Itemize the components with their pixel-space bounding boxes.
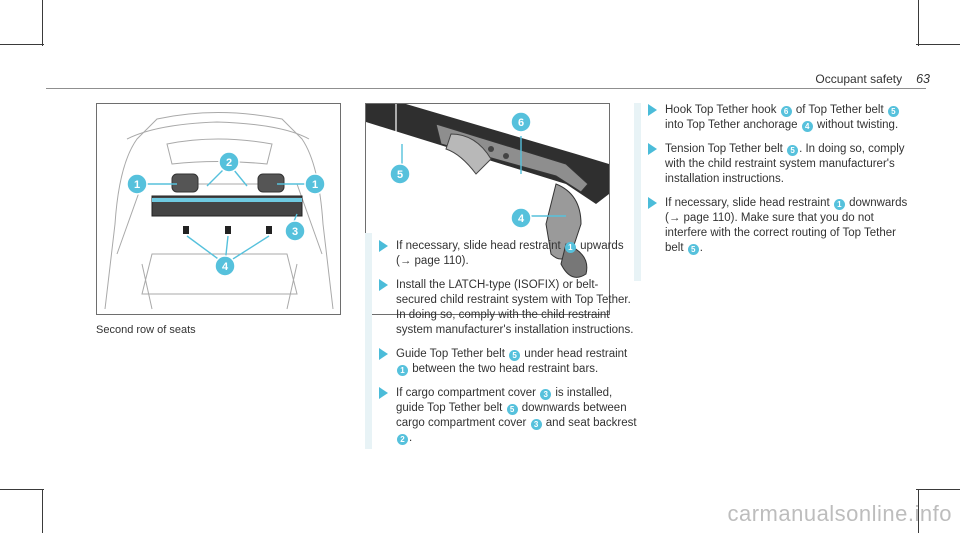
instruction-step: If necessary, slide head restraint 1 upw… bbox=[379, 239, 637, 269]
crop-mark bbox=[916, 489, 960, 490]
column-highlight-bar bbox=[634, 103, 641, 281]
step-text: If cargo compartment cover bbox=[396, 387, 540, 399]
callout-badge: 4 bbox=[801, 121, 813, 132]
callout-badge: 5 bbox=[687, 244, 699, 255]
step-text: downwards between cargo compartment cove… bbox=[396, 402, 627, 429]
callout-badge: 3 bbox=[530, 419, 542, 430]
callout-1-right: 1 bbox=[312, 179, 318, 191]
step-arrow-icon bbox=[648, 143, 657, 155]
callouts bbox=[126, 151, 326, 277]
callout-1-left: 1 bbox=[134, 179, 140, 191]
instruction-column-2: Hook Top Tether hook 6 of Top Tether bel… bbox=[634, 103, 908, 281]
instruction-column-1: If necessary, slide head restraint 1 upw… bbox=[365, 233, 637, 449]
step-text: → bbox=[668, 212, 681, 224]
figure-second-row-seats: 1 2 1 3 4 bbox=[96, 103, 341, 315]
page-number: 63 bbox=[916, 72, 930, 86]
callout-badge: 1 bbox=[397, 365, 408, 376]
step-text: → bbox=[399, 255, 412, 267]
callout-badge: 5 bbox=[787, 145, 799, 156]
step-text: downwards ( bbox=[665, 197, 908, 224]
crop-mark bbox=[42, 0, 43, 46]
figure-top-tether-hook: 6 5 4 bbox=[365, 103, 610, 315]
crop-mark bbox=[918, 0, 919, 46]
crop-mark bbox=[916, 44, 960, 45]
crop-mark bbox=[42, 489, 43, 533]
step-text: between the two head restraint bars. bbox=[409, 363, 599, 375]
callout-badge: 1 bbox=[833, 199, 845, 210]
crop-mark bbox=[0, 44, 44, 45]
callout-badge: 5 bbox=[506, 404, 518, 415]
callout-badge: 5 bbox=[509, 350, 521, 361]
instruction-step: Guide Top Tether belt 5 under head restr… bbox=[379, 347, 637, 377]
step-text: under head restraint bbox=[521, 348, 628, 360]
step-text: of Top Tether belt bbox=[792, 104, 887, 116]
step-arrow-icon bbox=[379, 279, 388, 291]
step-list: Hook Top Tether hook 6 of Top Tether bel… bbox=[648, 103, 908, 256]
section-title: Occupant safety bbox=[815, 72, 903, 86]
header-rule bbox=[46, 88, 926, 89]
figure-caption: Second row of seats bbox=[96, 324, 196, 336]
step-text: Guide Top Tether belt bbox=[396, 348, 509, 360]
step-arrow-icon bbox=[379, 348, 388, 360]
callout-3: 3 bbox=[292, 226, 298, 238]
step-arrow-icon bbox=[648, 104, 657, 116]
callout-6: 6 bbox=[518, 117, 524, 129]
step-text: If necessary, slide head restraint bbox=[396, 240, 564, 252]
step-text: Hook Top Tether hook bbox=[665, 104, 780, 116]
callout-4: 4 bbox=[222, 261, 229, 273]
tether-hook-illustration: 6 5 4 bbox=[366, 104, 609, 278]
callout-badge: 6 bbox=[780, 106, 792, 117]
page-header: Occupant safety 63 bbox=[815, 72, 930, 86]
step-arrow-icon bbox=[379, 387, 388, 399]
rear-cargo-illustration: 1 2 1 3 4 bbox=[104, 112, 334, 310]
step-text: without twisting. bbox=[813, 119, 899, 131]
step-text: page 110). Make sure that you do not int… bbox=[665, 212, 896, 254]
instruction-step: Install the LATCH-type (ISOFIX) or belt-… bbox=[379, 278, 637, 338]
instruction-step: If necessary, slide head restraint 1 dow… bbox=[648, 196, 908, 256]
step-text: and seat backrest bbox=[542, 417, 637, 429]
column-highlight-bar bbox=[365, 233, 372, 449]
crop-mark bbox=[918, 489, 919, 533]
step-arrow-icon bbox=[379, 240, 388, 252]
step-text: Tension Top Tether belt bbox=[665, 143, 787, 155]
step-text: Install the LATCH-type (ISOFIX) or belt-… bbox=[396, 279, 634, 336]
instruction-step: Hook Top Tether hook 6 of Top Tether bel… bbox=[648, 103, 908, 133]
step-text: . bbox=[699, 242, 703, 254]
step-text: page 110). bbox=[411, 255, 469, 267]
callout-badge: 5 bbox=[887, 106, 899, 117]
step-list: If necessary, slide head restraint 1 upw… bbox=[379, 239, 637, 446]
step-text: into Top Tether anchorage bbox=[665, 119, 801, 131]
callout-2: 2 bbox=[226, 157, 232, 169]
callout-4-anchor: 4 bbox=[518, 213, 525, 225]
step-text: . bbox=[409, 432, 413, 444]
step-text: If necessary, slide head restraint bbox=[665, 197, 833, 209]
instruction-step: If cargo compartment cover 3 is installe… bbox=[379, 386, 637, 446]
step-text: upwards ( bbox=[396, 240, 624, 267]
step-arrow-icon bbox=[648, 197, 657, 209]
step-text: is installed, guide Top Tether belt bbox=[396, 387, 613, 414]
instruction-step: Tension Top Tether belt 5. In doing so, … bbox=[648, 142, 908, 187]
callout-badge: 1 bbox=[564, 242, 576, 253]
callout-badge: 2 bbox=[397, 434, 408, 445]
callout-5: 5 bbox=[397, 169, 403, 181]
step-text: . In doing so, comply with the child res… bbox=[665, 143, 905, 185]
watermark-text: carmanualsonline.info bbox=[727, 501, 952, 526]
callout-badge: 3 bbox=[540, 389, 552, 400]
crop-mark bbox=[0, 489, 44, 490]
